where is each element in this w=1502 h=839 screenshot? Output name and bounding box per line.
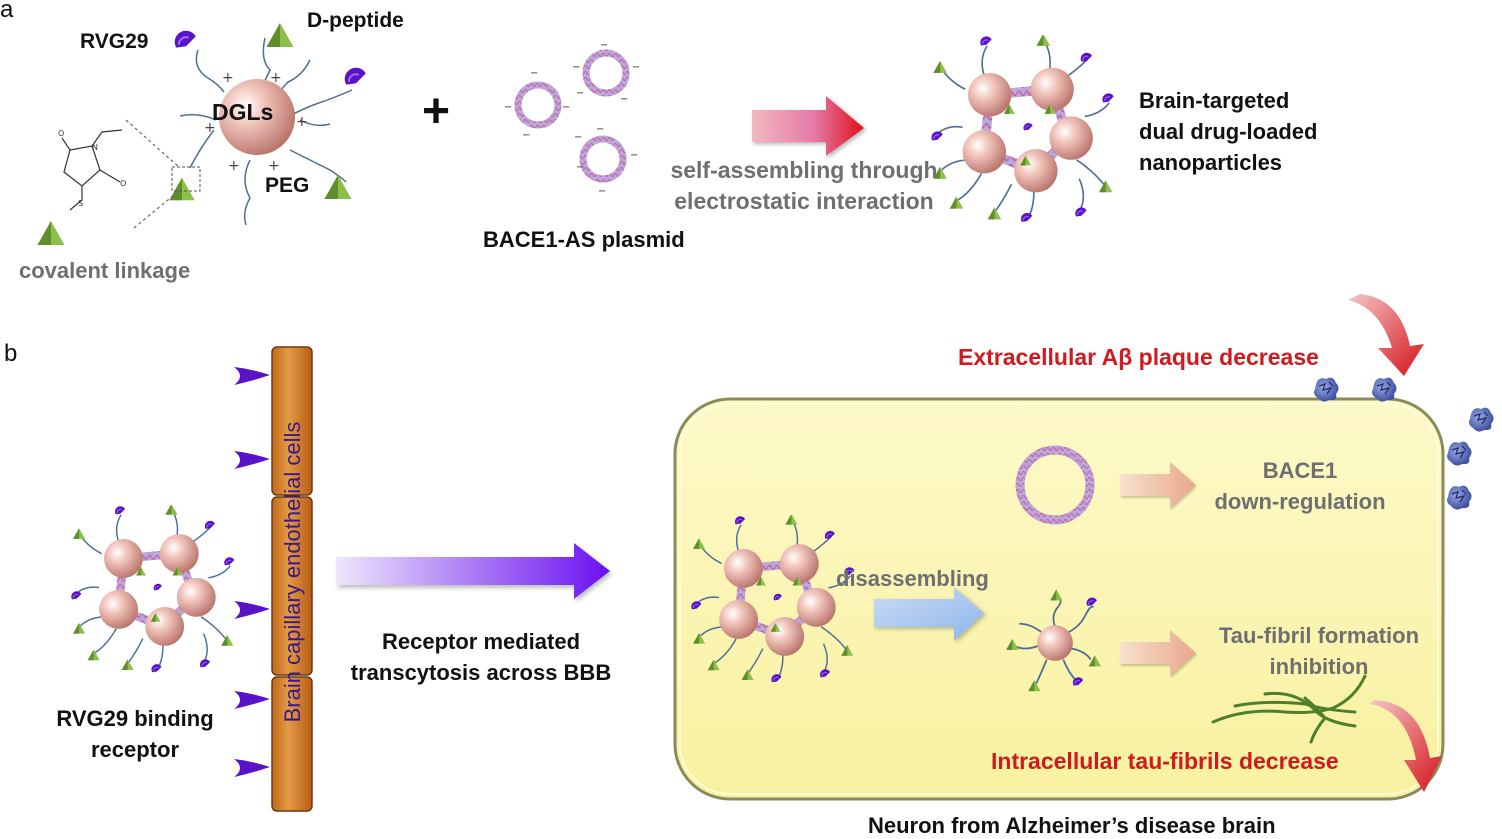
plaque-icon	[1313, 377, 1340, 403]
plaque-decrease-arrow-icon	[1348, 294, 1424, 376]
svg-text:−: −	[576, 88, 584, 99]
covalent-linkage-label: covalent linkage	[19, 258, 191, 283]
neuron-caption: Neuron from Alzheimer’s disease brain	[868, 813, 1276, 838]
panel-b-label: b	[4, 340, 18, 367]
rvg29-ligand-icon	[173, 29, 197, 49]
tau-line-1: Tau-fibril formation	[1218, 623, 1420, 648]
bace1-line-1: BACE1	[1262, 458, 1338, 483]
svg-text:+: +	[268, 158, 280, 174]
dgl-nanoparticle-diagram: + + + + + +	[169, 23, 367, 226]
bace1-line-2: down-regulation	[1214, 489, 1386, 514]
bace1-arrow-icon	[1120, 462, 1196, 508]
panel-a-label: a	[0, 0, 14, 23]
bbb-label: Brain capillary endothelial cells	[280, 421, 305, 723]
svg-text:−: −	[522, 130, 530, 141]
svg-text:S: S	[78, 199, 83, 208]
transcytosis-arrow-icon	[336, 543, 610, 599]
result-line-3: nanoparticles	[1139, 150, 1283, 175]
d-peptide-ligand-icon	[266, 23, 294, 47]
svg-text:+: +	[296, 114, 308, 130]
svg-text:−: −	[574, 132, 582, 143]
result-line-2: dual drug-loaded	[1139, 119, 1318, 144]
receptor-icon	[234, 691, 270, 709]
peg-label: PEG	[265, 174, 310, 197]
svg-text:−: −	[530, 68, 538, 79]
tau-line-2: inhibition	[1269, 654, 1369, 679]
released-plasmid	[1015, 445, 1095, 525]
tau-decrease-arrow-icon	[1370, 700, 1442, 792]
svg-text:−: −	[598, 186, 606, 197]
plaque-icon	[1446, 484, 1473, 511]
rvg29-label: RVG29	[80, 30, 149, 53]
disassembling-arrow-icon	[874, 587, 984, 641]
single-dgl-particle	[1000, 588, 1110, 698]
self-assembly-label: self-assembling through electrostatic in…	[654, 155, 954, 217]
bace1-effect-label: BACE1 down-regulation	[1190, 455, 1410, 517]
transcytosis-line-2: transcytosis across BBB	[350, 660, 612, 685]
receptor-icon	[234, 367, 270, 385]
transcytosis-label: Receptor mediated transcytosis across BB…	[326, 626, 636, 688]
bbb-endothelial-wall	[271, 346, 313, 812]
plaque-icon	[1468, 406, 1495, 433]
svg-text:+: +	[204, 120, 216, 136]
plaque-icon	[1446, 440, 1473, 467]
svg-text:−: −	[632, 62, 640, 73]
bace1-as-plasmids: −−−− −−−−− −−−−−	[504, 40, 640, 197]
assembled-nanoparticle	[930, 35, 1120, 225]
svg-text:O: O	[58, 129, 64, 138]
receptor-icon	[234, 759, 270, 777]
self-assembly-line-2: electrostatic interaction	[674, 188, 934, 214]
tau-arrow-icon	[1120, 630, 1196, 676]
svg-text:−: −	[620, 94, 628, 105]
svg-text:+: +	[228, 158, 240, 174]
disassembling-label: disassembling	[836, 566, 989, 591]
svg-text:+: +	[222, 70, 234, 86]
svg-text:−: −	[562, 102, 570, 113]
svg-text:N: N	[92, 143, 98, 152]
intracellular-effect-label: Intracellular tau-fibrils decrease	[991, 748, 1339, 774]
d-peptide-label: D-peptide	[307, 9, 404, 32]
receptor-icon	[234, 451, 270, 469]
tau-fibrils	[1211, 674, 1367, 744]
nanoparticle-result-label: Brain-targeted dual drug-loaded nanopart…	[1139, 85, 1317, 178]
self-assembly-arrow-icon	[752, 96, 864, 156]
transcytosis-line-1: Receptor mediated	[381, 629, 581, 654]
plus-operator: +	[422, 85, 451, 138]
receptor-line-1: RVG29 binding	[56, 706, 214, 731]
svg-text:−: −	[596, 124, 604, 135]
receptor-icon	[234, 601, 270, 619]
rvg29-receptors	[234, 367, 270, 777]
result-line-1: Brain-targeted	[1139, 88, 1290, 113]
circulating-nanoparticle	[70, 505, 240, 675]
svg-text:O: O	[120, 179, 126, 188]
receptor-label: RVG29 binding receptor	[40, 703, 230, 765]
maleimide-linkage-structure: O N O S	[37, 119, 181, 245]
svg-text:+: +	[270, 70, 282, 86]
receptor-line-2: receptor	[90, 737, 180, 762]
extracellular-effect-label: Extracellular Aβ plaque decrease	[958, 344, 1319, 370]
svg-text:−: −	[572, 62, 580, 73]
self-assembly-line-1: self-assembling through	[670, 157, 938, 183]
internalized-nanoparticle	[690, 515, 860, 685]
svg-text:−: −	[600, 40, 608, 51]
svg-text:−: −	[630, 150, 638, 161]
svg-text:−: −	[504, 102, 512, 113]
svg-text:−: −	[576, 162, 584, 173]
dgls-label: DGLs	[212, 99, 274, 125]
plasmid-label: BACE1-AS plasmid	[483, 227, 685, 252]
tau-effect-label: Tau-fibril formation inhibition	[1196, 620, 1442, 682]
